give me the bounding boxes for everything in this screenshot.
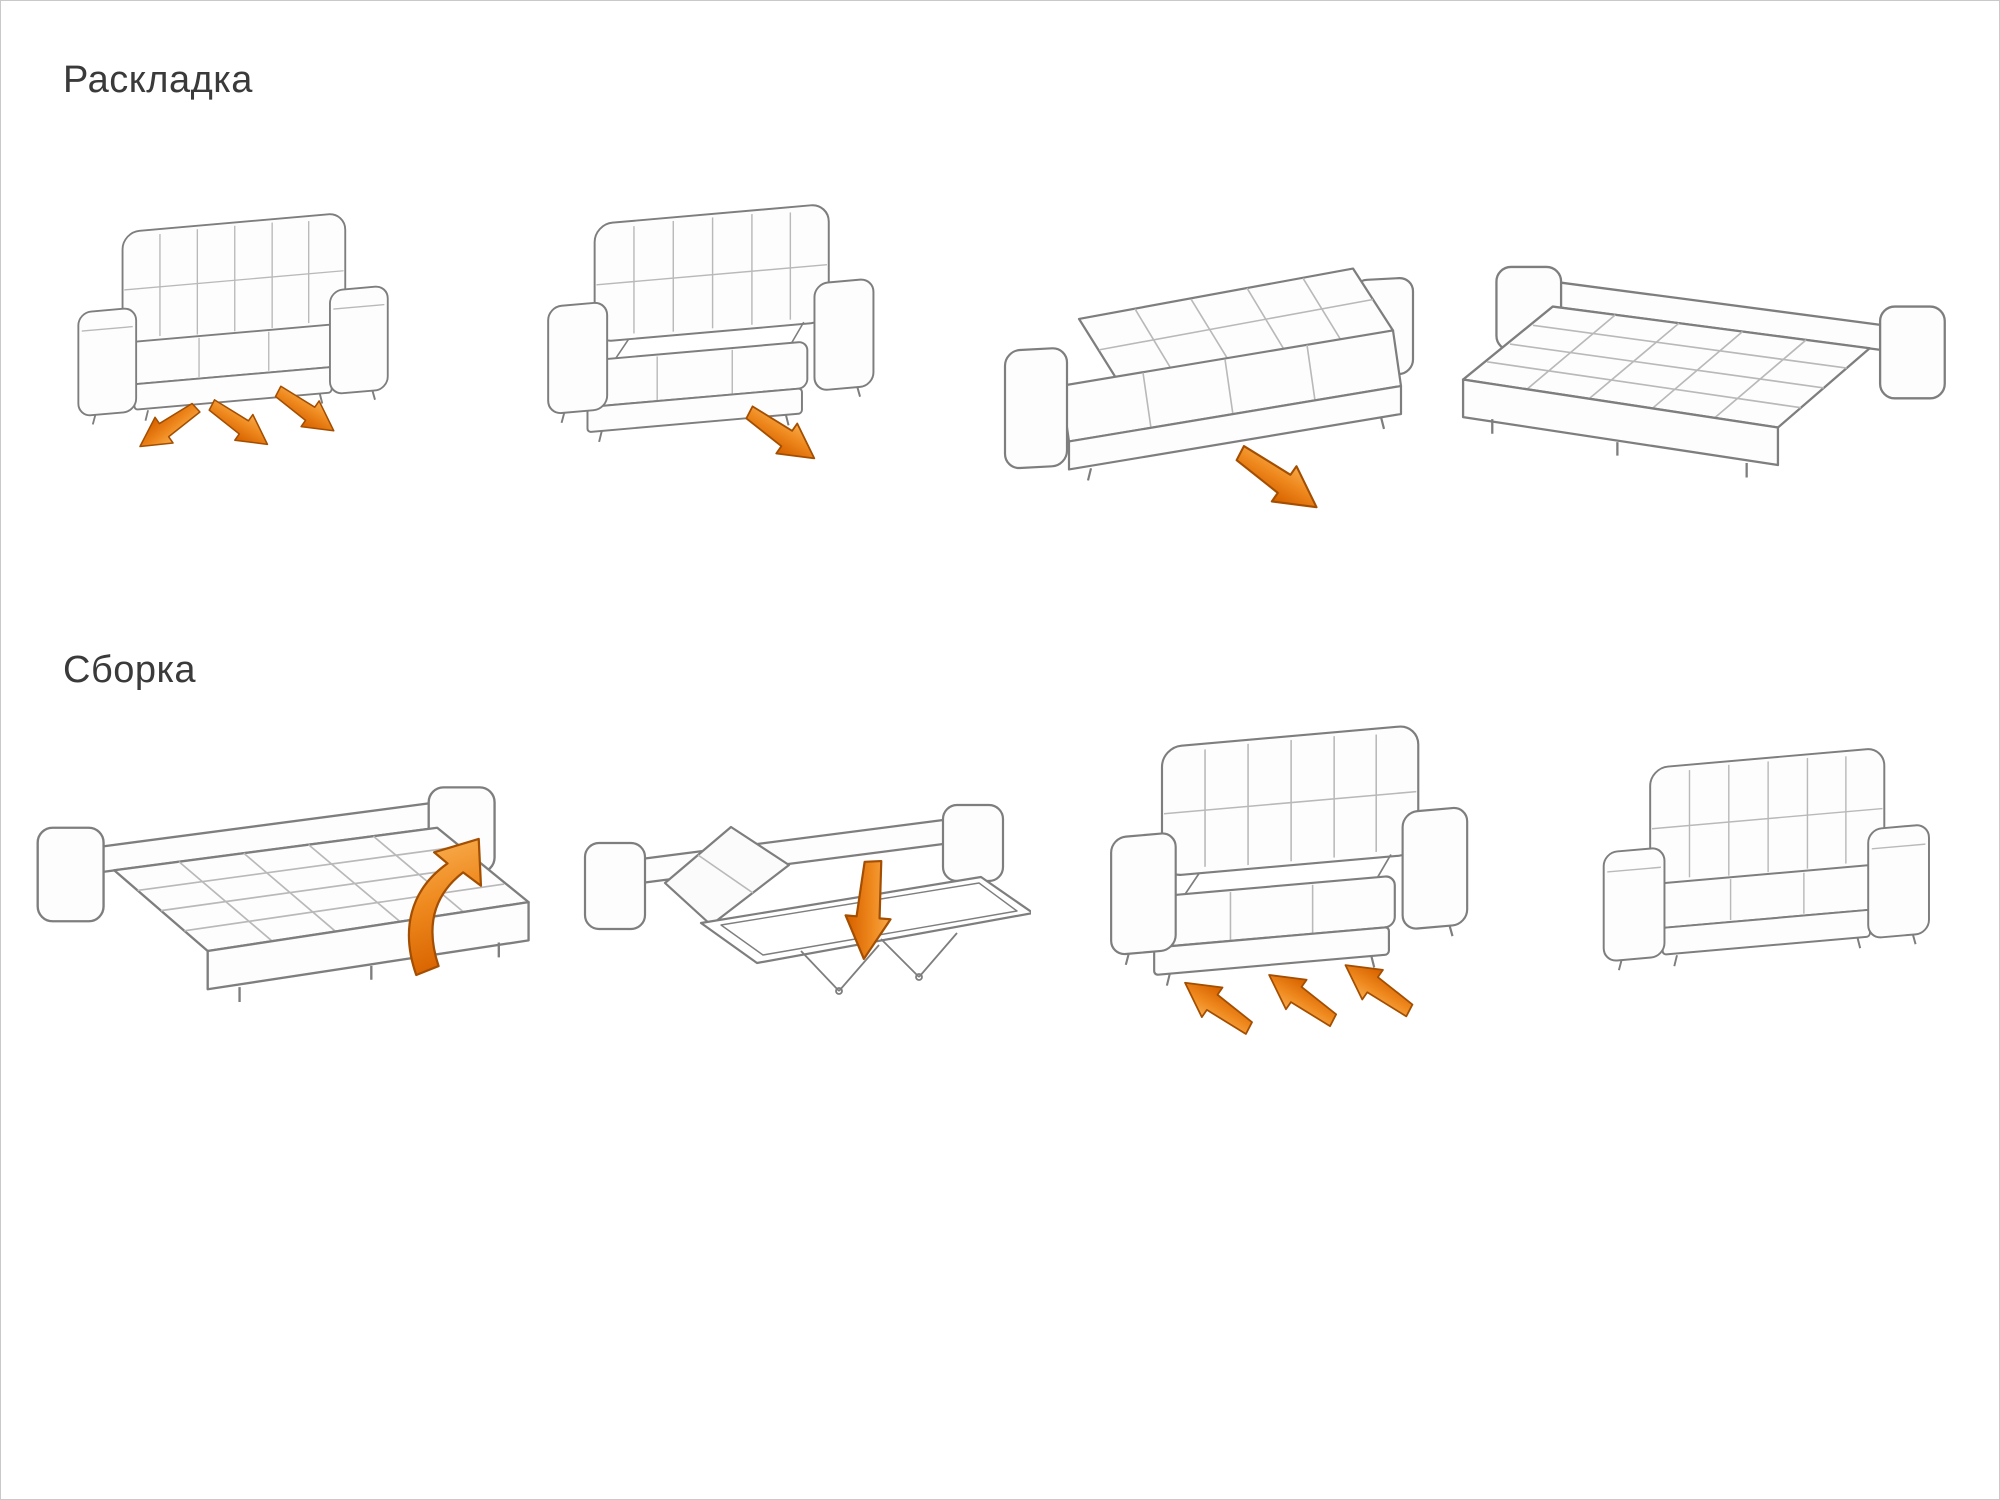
sofa-backrest-folded-drawing [1003,264,1415,486]
section-title-fold: Сборка [63,649,197,691]
unfold-step-3-figure [976,199,1446,519]
push-in-arrow-icon [1173,967,1261,1036]
fold-step-4-illustration [1602,742,1930,974]
unfold-step-2-figure [516,193,936,479]
unfold-step-3-illustration [1003,264,1415,519]
unfold-step-4-figure [1461,199,1951,533]
unfold-step-1-illustration [77,208,389,461]
sofa-seat-pulled-drawing [547,198,875,448]
sofa-closed-drawing [1602,742,1930,974]
unfold-step-2-illustration [547,198,875,474]
fold-step-2-illustration [583,803,1031,996]
bed-unfolded-drawing [1461,265,1946,479]
frame-folding-drawing [583,803,1031,996]
unfold-step-1-figure [56,206,456,478]
sofa-closed-drawing [77,208,389,428]
pull-arrow-icon [1226,433,1331,519]
unfold-step-4-illustration [1461,265,1946,479]
fold-step-1-figure [31,713,531,1053]
push-in-arrow-icon [1333,949,1422,1027]
sofa-seat-pulled-drawing [1110,723,1469,992]
fold-step-2-figure [561,723,1031,1043]
push-in-arrow-icon [1257,959,1346,1036]
fold-step-3-figure [1066,723,1526,1036]
fold-step-1-illustration [36,786,530,1004]
fold-step-3-illustration [1110,723,1469,1036]
section-title-unfold: Раскладка [63,59,253,101]
fold-step-4-figure [1576,736,1996,1022]
bed-unfolded-drawing [36,786,530,1004]
